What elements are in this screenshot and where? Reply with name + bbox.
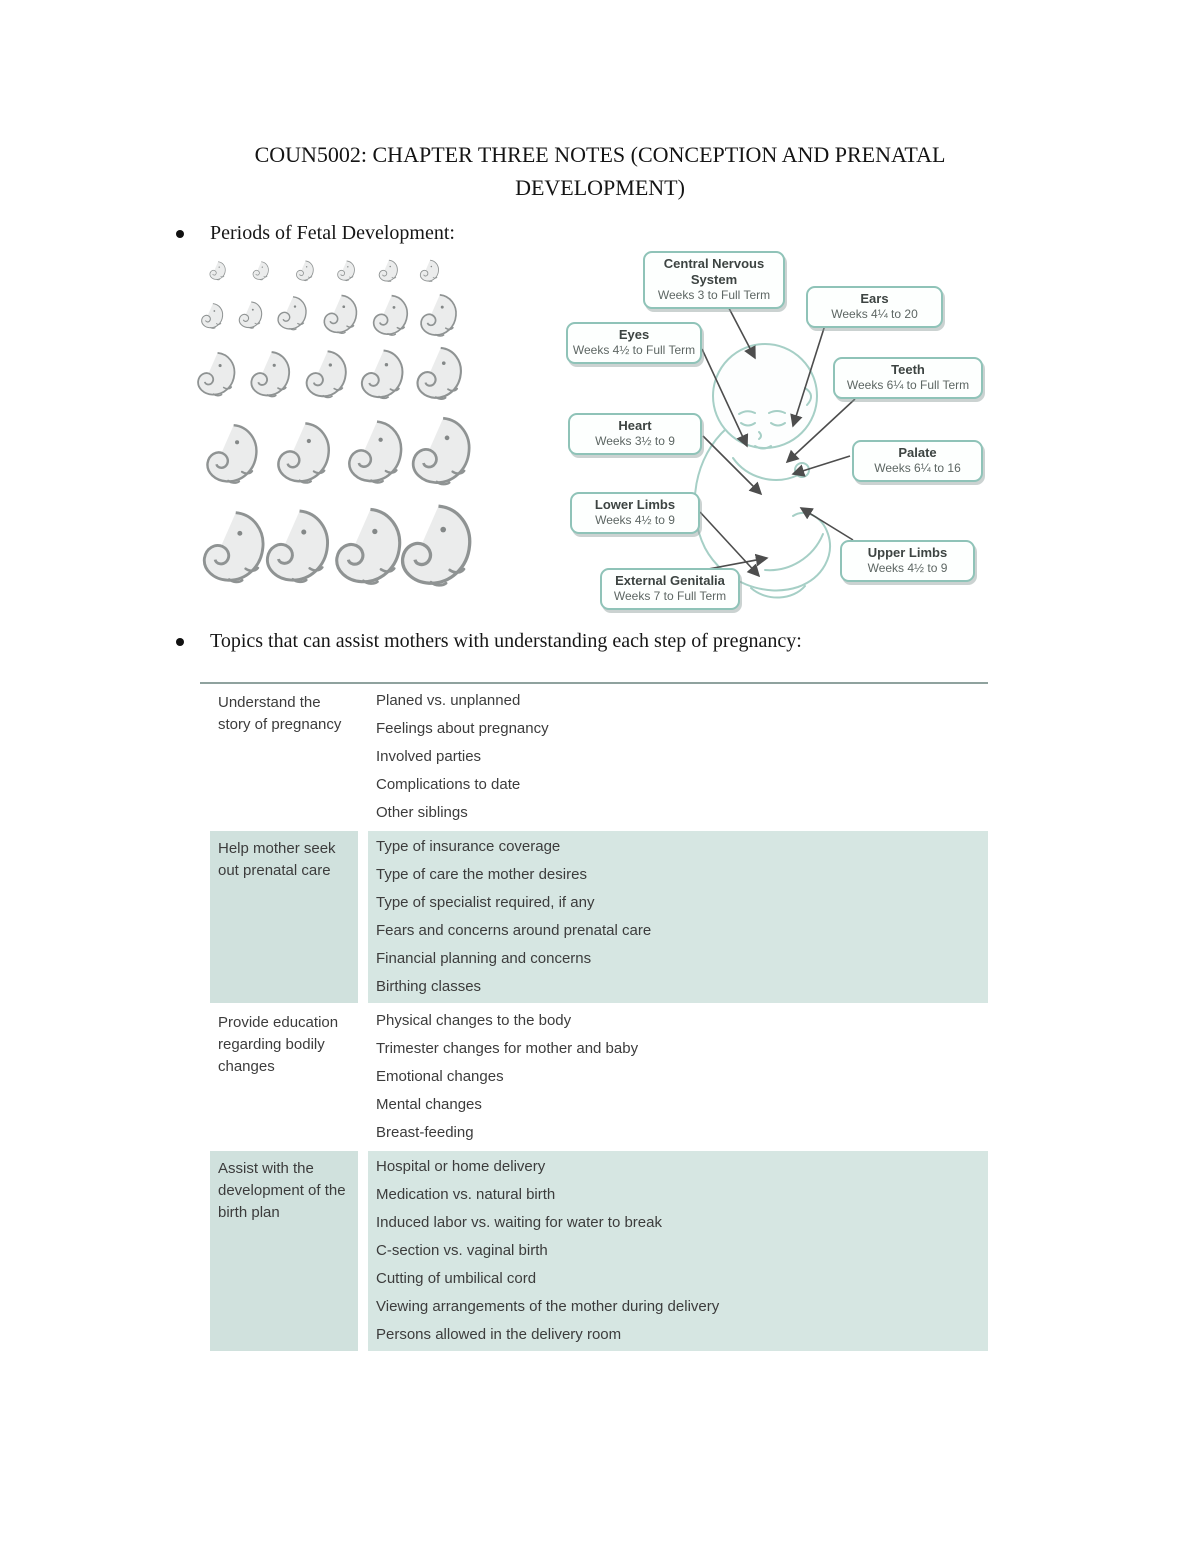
topic-cell: Understand the story of pregnancy: [218, 694, 342, 733]
table-item: Emotional changes: [376, 1068, 504, 1085]
callout-external-genitalia: External Genitalia Weeks 7 to Full Term: [600, 568, 740, 610]
callout-lower-limbs: Lower Limbs Weeks 4½ to 9: [570, 492, 700, 534]
table-item: Breast-feeding: [376, 1124, 474, 1141]
bullet-item-fetal-development: Periods of Fetal Development:: [176, 222, 455, 245]
callout-title: Lower Limbs: [594, 497, 676, 512]
callout-palate: Palate Weeks 6¼ to 16: [852, 440, 983, 482]
callout-eyes: Eyes Weeks 4½ to Full Term: [566, 322, 702, 364]
callout-weeks: Weeks 4½ to Full Term: [572, 343, 696, 357]
page-title: COUN5002: CHAPTER THREE NOTES (CONCEPTIO…: [0, 138, 1200, 204]
table-item: Trimester changes for mother and baby: [376, 1040, 639, 1057]
fetal-diagram: Central Nervous System Weeks 3 to Full T…: [555, 246, 1000, 618]
callout-weeks: Weeks 3½ to 9: [595, 434, 675, 448]
items-cell: Planed vs. unplanned Feelings about preg…: [368, 685, 988, 829]
callout-weeks: Weeks 6¼ to Full Term: [846, 378, 970, 392]
table-item: Medication vs. natural birth: [376, 1186, 556, 1203]
callout-weeks: Weeks 4½ to 9: [867, 561, 948, 575]
bullet-icon: [176, 230, 184, 238]
callout-title: Central Nervous System: [663, 256, 765, 287]
items-cell: Type of insurance coverage Type of care …: [368, 831, 988, 1003]
bullet-item-topics: Topics that can assist mothers with unde…: [176, 630, 802, 653]
callout-title: External Genitalia: [615, 573, 725, 588]
table-row-understand-story: Understand the story of pregnancy Planed…: [210, 685, 988, 829]
table-row-prenatal-care: Help mother seek out prenatal care Type …: [210, 831, 988, 1003]
callout-weeks: Weeks 4¼ to 20: [831, 307, 918, 321]
bullet-text: Topics that can assist mothers with unde…: [210, 630, 802, 652]
topic-cell: Help mother seek out prenatal care: [210, 831, 358, 1003]
table-item: Hospital or home delivery: [376, 1158, 546, 1175]
table-item: Fears and concerns around prenatal care: [376, 922, 652, 939]
callout-weeks: Weeks 6¼ to 16: [874, 461, 961, 475]
fetus-illustration: [693, 290, 856, 599]
table-item: Complications to date: [376, 776, 521, 793]
table-item: Type of care the mother desires: [376, 866, 587, 883]
callout-title: Teeth: [891, 362, 925, 377]
table-item: Physical changes to the body: [376, 1012, 572, 1029]
callout-title: Eyes: [618, 327, 650, 342]
callout-ears: Ears Weeks 4¼ to 20: [806, 286, 943, 328]
bullet-text: Periods of Fetal Development:: [210, 222, 455, 244]
embryo-stages-illustration: [197, 259, 472, 587]
items-cell: Hospital or home delivery Medication vs.…: [368, 1151, 988, 1351]
page-title-line1: COUN5002: CHAPTER THREE NOTES (CONCEPTIO…: [254, 142, 946, 167]
callout-central-nervous-system: Central Nervous System Weeks 3 to Full T…: [643, 251, 785, 309]
table-item: Feelings about pregnancy: [376, 720, 549, 737]
table-item: Financial planning and concerns: [376, 950, 592, 967]
callout-title: Palate: [898, 445, 937, 460]
callout-title: Ears: [860, 291, 889, 306]
table-item: Other siblings: [376, 804, 468, 821]
table-item: Induced labor vs. waiting for water to b…: [376, 1214, 662, 1231]
callout-weeks: Weeks 7 to Full Term: [613, 589, 727, 603]
callout-weeks: Weeks 4½ to 9: [595, 513, 675, 527]
table-row-birth-plan: Assist with the development of the birth…: [210, 1151, 988, 1351]
table-item: Planed vs. unplanned: [376, 692, 521, 709]
table-item: Persons allowed in the delivery room: [376, 1326, 622, 1343]
table-item: Type of specialist required, if any: [376, 894, 595, 911]
table-item: Mental changes: [376, 1096, 482, 1113]
table-item: Involved parties: [376, 748, 482, 765]
table-item: Viewing arrangements of the mother durin…: [376, 1298, 720, 1315]
table-row-bodily-changes: Provide education regarding bodily chang…: [210, 1005, 988, 1149]
table-item: C-section vs. vaginal birth: [376, 1242, 548, 1259]
topic-cell: Assist with the development of the birth…: [210, 1151, 358, 1351]
callout-teeth: Teeth Weeks 6¼ to Full Term: [833, 357, 983, 399]
callout-heart: Heart Weeks 3½ to 9: [568, 413, 702, 455]
table-item: Birthing classes: [376, 978, 482, 995]
topic-cell: Provide education regarding bodily chang…: [218, 1014, 339, 1075]
items-cell: Physical changes to the body Trimester c…: [368, 1005, 988, 1149]
table-item: Cutting of umbilical cord: [376, 1270, 537, 1287]
bullet-icon: [176, 638, 184, 646]
callout-upper-limbs: Upper Limbs Weeks 4½ to 9: [840, 540, 975, 582]
page-title-line2: DEVELOPMENT): [515, 175, 685, 200]
pregnancy-topics-table: Understand the story of pregnancy Planed…: [200, 682, 988, 1353]
callout-title: Heart: [618, 418, 652, 433]
table-item: Type of insurance coverage: [376, 838, 561, 855]
callout-title: Upper Limbs: [867, 545, 948, 560]
callout-weeks: Weeks 3 to Full Term: [657, 288, 771, 302]
